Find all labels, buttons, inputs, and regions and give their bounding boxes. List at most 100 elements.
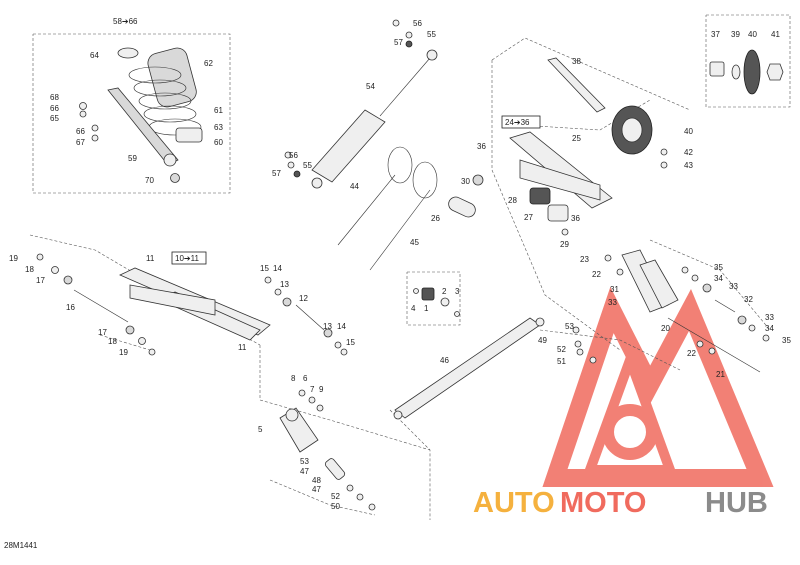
part-label: 67 bbox=[76, 138, 85, 147]
part-label: 39 bbox=[731, 30, 740, 39]
part-label: 25 bbox=[572, 134, 581, 143]
part-label: 46 bbox=[440, 356, 449, 365]
part-label: 33 bbox=[608, 298, 617, 307]
part-label: 35 bbox=[714, 263, 723, 272]
part-label: 38 bbox=[572, 57, 581, 66]
front-arm-group bbox=[36, 253, 348, 356]
part-label: 35 bbox=[782, 336, 791, 345]
part-label: 53 bbox=[565, 322, 574, 331]
part-label: 56 bbox=[413, 19, 422, 28]
kit-10-11-box bbox=[171, 251, 207, 265]
part-label: 27 bbox=[524, 213, 533, 222]
part-label: 2 bbox=[442, 287, 447, 296]
watermark-text: AUTO MOTO HUB bbox=[473, 487, 768, 519]
part-label: 26 bbox=[431, 214, 440, 223]
spring-coils bbox=[128, 66, 202, 136]
part-label: 56 bbox=[289, 151, 298, 160]
part-label: 19 bbox=[9, 254, 18, 263]
part-label: 28 bbox=[508, 196, 517, 205]
torsion-springs bbox=[337, 146, 476, 271]
part-label: 61 bbox=[214, 106, 223, 115]
part-label: 66 bbox=[50, 104, 59, 113]
part-label: 70 bbox=[145, 176, 154, 185]
part-label: 60 bbox=[214, 138, 223, 147]
part-label: 3 bbox=[455, 287, 460, 296]
part-label: 40 bbox=[684, 127, 693, 136]
watermark-hub: HUB bbox=[705, 487, 768, 519]
part-label: 34 bbox=[714, 274, 723, 283]
part-label: 30 bbox=[461, 177, 470, 186]
link-plate-group bbox=[604, 249, 770, 373]
part-label: 11 bbox=[238, 343, 247, 352]
part-label: 23 bbox=[580, 255, 589, 264]
part-label: 9 bbox=[319, 385, 324, 394]
part-label: 57 bbox=[272, 169, 281, 178]
rear-arm-group bbox=[472, 131, 613, 236]
part-label: 22 bbox=[687, 349, 696, 358]
part-label: 47 bbox=[312, 485, 321, 494]
part-label: 8 bbox=[291, 374, 296, 383]
part-label: 49 bbox=[538, 336, 547, 345]
part-label: 45 bbox=[410, 238, 419, 247]
watermark-auto: AUTO bbox=[473, 487, 555, 519]
part-label: 68 bbox=[50, 93, 59, 102]
part-label: 66 bbox=[76, 127, 85, 136]
link-rod-46 bbox=[393, 317, 597, 420]
part-label: 14 bbox=[337, 322, 346, 331]
part-label: 16 bbox=[66, 303, 75, 312]
parts-1-4 bbox=[413, 287, 460, 317]
part-label: 14 bbox=[273, 264, 282, 273]
part-label: 13 bbox=[323, 322, 332, 331]
part-label: 52 bbox=[331, 492, 340, 501]
part-label: 15 bbox=[260, 264, 269, 273]
part-label: 50 bbox=[331, 502, 340, 511]
part-label: 4 bbox=[411, 304, 416, 313]
part-label: 54 bbox=[366, 82, 375, 91]
part-label: 41 bbox=[771, 30, 780, 39]
part-label: 18 bbox=[108, 337, 117, 346]
part-label: 20 bbox=[661, 324, 670, 333]
part-label: 15 bbox=[346, 338, 355, 347]
part-label: 40 bbox=[748, 30, 757, 39]
part-label: 37 bbox=[711, 30, 720, 39]
part-label: 19 bbox=[119, 348, 128, 357]
part-label: 62 bbox=[204, 59, 213, 68]
part-label: 47 bbox=[300, 467, 309, 476]
part-label: 57 bbox=[394, 38, 403, 47]
part-label: 32 bbox=[744, 295, 753, 304]
part-label: 29 bbox=[560, 240, 569, 249]
part-label: 36 bbox=[477, 142, 486, 151]
part-label: 18 bbox=[25, 265, 34, 274]
part-label: 48 bbox=[312, 476, 321, 485]
part-label: 17 bbox=[98, 328, 107, 337]
part-label: 7 bbox=[310, 385, 315, 394]
part-label: 53 bbox=[300, 457, 309, 466]
part-label: 11 bbox=[146, 254, 155, 263]
part-label: 1 bbox=[424, 304, 429, 313]
part-label: 64 bbox=[90, 51, 99, 60]
part-label: 52 bbox=[557, 345, 566, 354]
part-label: 33 bbox=[729, 282, 738, 291]
part-label: 6 bbox=[303, 374, 308, 383]
part-label: 34 bbox=[765, 324, 774, 333]
part-label: 21 bbox=[716, 370, 725, 379]
track-shock-54 bbox=[284, 19, 438, 189]
kit-24-36-box bbox=[501, 115, 541, 129]
part-label: 17 bbox=[36, 276, 45, 285]
part-label: 33 bbox=[765, 313, 774, 322]
part-label: 55 bbox=[427, 30, 436, 39]
part-label: 58➔66 bbox=[113, 17, 138, 26]
kit-label: 24➔36 bbox=[505, 118, 530, 127]
watermark-moto: MOTO bbox=[560, 487, 646, 519]
group-frames bbox=[29, 14, 791, 520]
part-label: 12 bbox=[299, 294, 308, 303]
part-label: 43 bbox=[684, 161, 693, 170]
part-label: 51 bbox=[557, 357, 566, 366]
shock-absorber-group bbox=[79, 47, 203, 183]
part-label: 36 bbox=[571, 214, 580, 223]
part-number-labels: 58➔66 64 62 68 66 65 61 63 66 67 60 59 7… bbox=[9, 17, 791, 511]
part-label: 59 bbox=[128, 154, 137, 163]
part-label: 44 bbox=[350, 182, 359, 191]
bracket-5-group bbox=[279, 389, 376, 511]
